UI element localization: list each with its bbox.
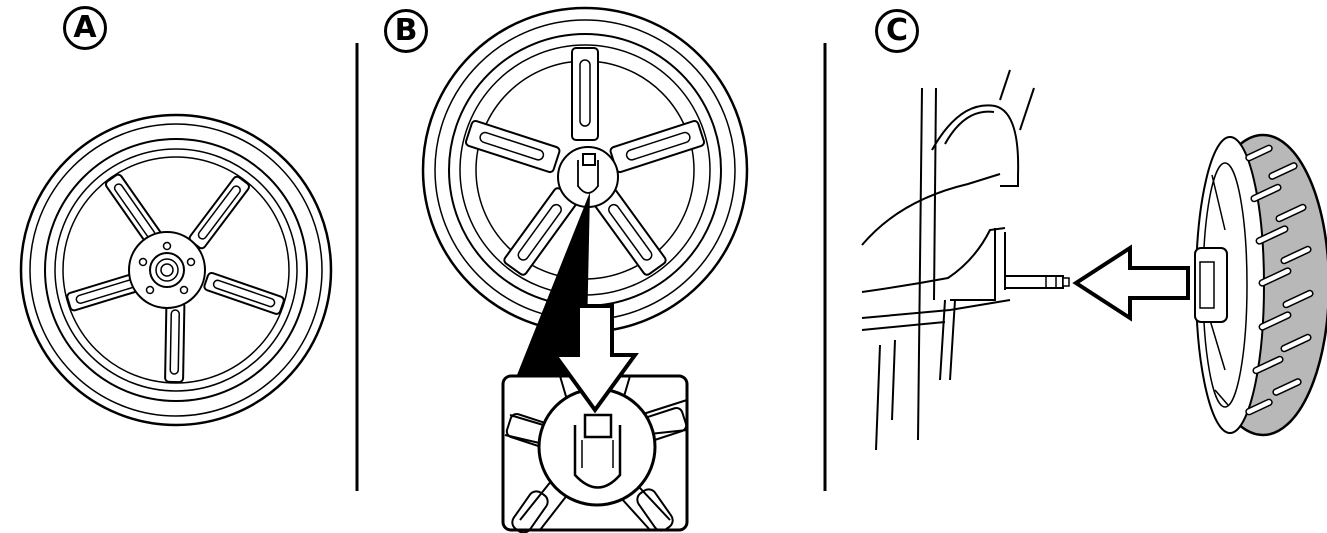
- stroller-frame-icon: [862, 70, 1034, 450]
- arrow-left-icon: [1076, 248, 1188, 318]
- panel-label-c: C: [875, 9, 919, 53]
- axle-icon: [1005, 276, 1069, 288]
- panel-label-b: B: [384, 9, 428, 53]
- wheel-front-icon: [21, 115, 331, 425]
- panel-label-a: A: [63, 6, 107, 50]
- wheel-side-icon: [1195, 135, 1327, 435]
